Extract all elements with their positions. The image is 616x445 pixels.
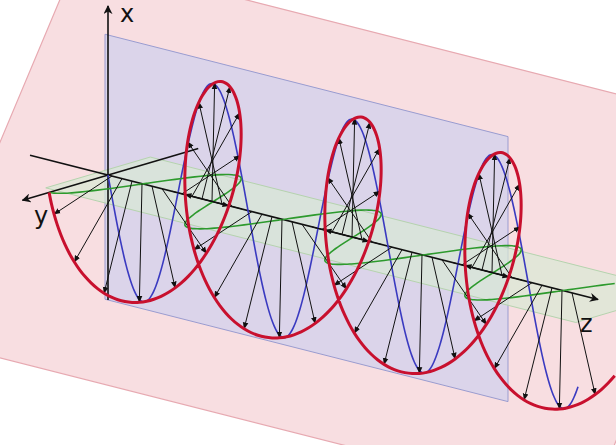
field-vector xyxy=(492,154,495,273)
field-vector xyxy=(352,118,355,237)
field-vector xyxy=(54,176,112,214)
field-vector xyxy=(482,158,510,270)
circular-wave xyxy=(49,81,615,409)
field-vector xyxy=(559,290,562,409)
field-vector xyxy=(384,252,412,364)
field-vector xyxy=(419,255,422,374)
field-vector xyxy=(244,217,272,329)
x-axis xyxy=(107,6,109,300)
field-vector xyxy=(479,173,502,275)
field-vector xyxy=(339,138,362,240)
axis-label: x xyxy=(120,2,134,26)
field-vector xyxy=(572,293,595,395)
field-vector xyxy=(202,87,230,199)
field-vector xyxy=(185,194,242,209)
field-vector xyxy=(432,257,455,359)
field-vector xyxy=(325,230,382,245)
field-vector xyxy=(279,219,282,338)
field-vector xyxy=(139,184,142,303)
field-vector xyxy=(152,186,175,288)
axis-label: z xyxy=(580,312,593,336)
field-vector xyxy=(212,83,215,202)
field-vector xyxy=(104,181,132,293)
field-vector xyxy=(524,288,552,400)
field-vector xyxy=(342,122,370,234)
field-vector xyxy=(465,265,522,280)
axis-label: y xyxy=(34,204,48,228)
z-axis xyxy=(30,155,598,299)
field-vector xyxy=(292,222,315,324)
field-vector xyxy=(199,102,222,204)
